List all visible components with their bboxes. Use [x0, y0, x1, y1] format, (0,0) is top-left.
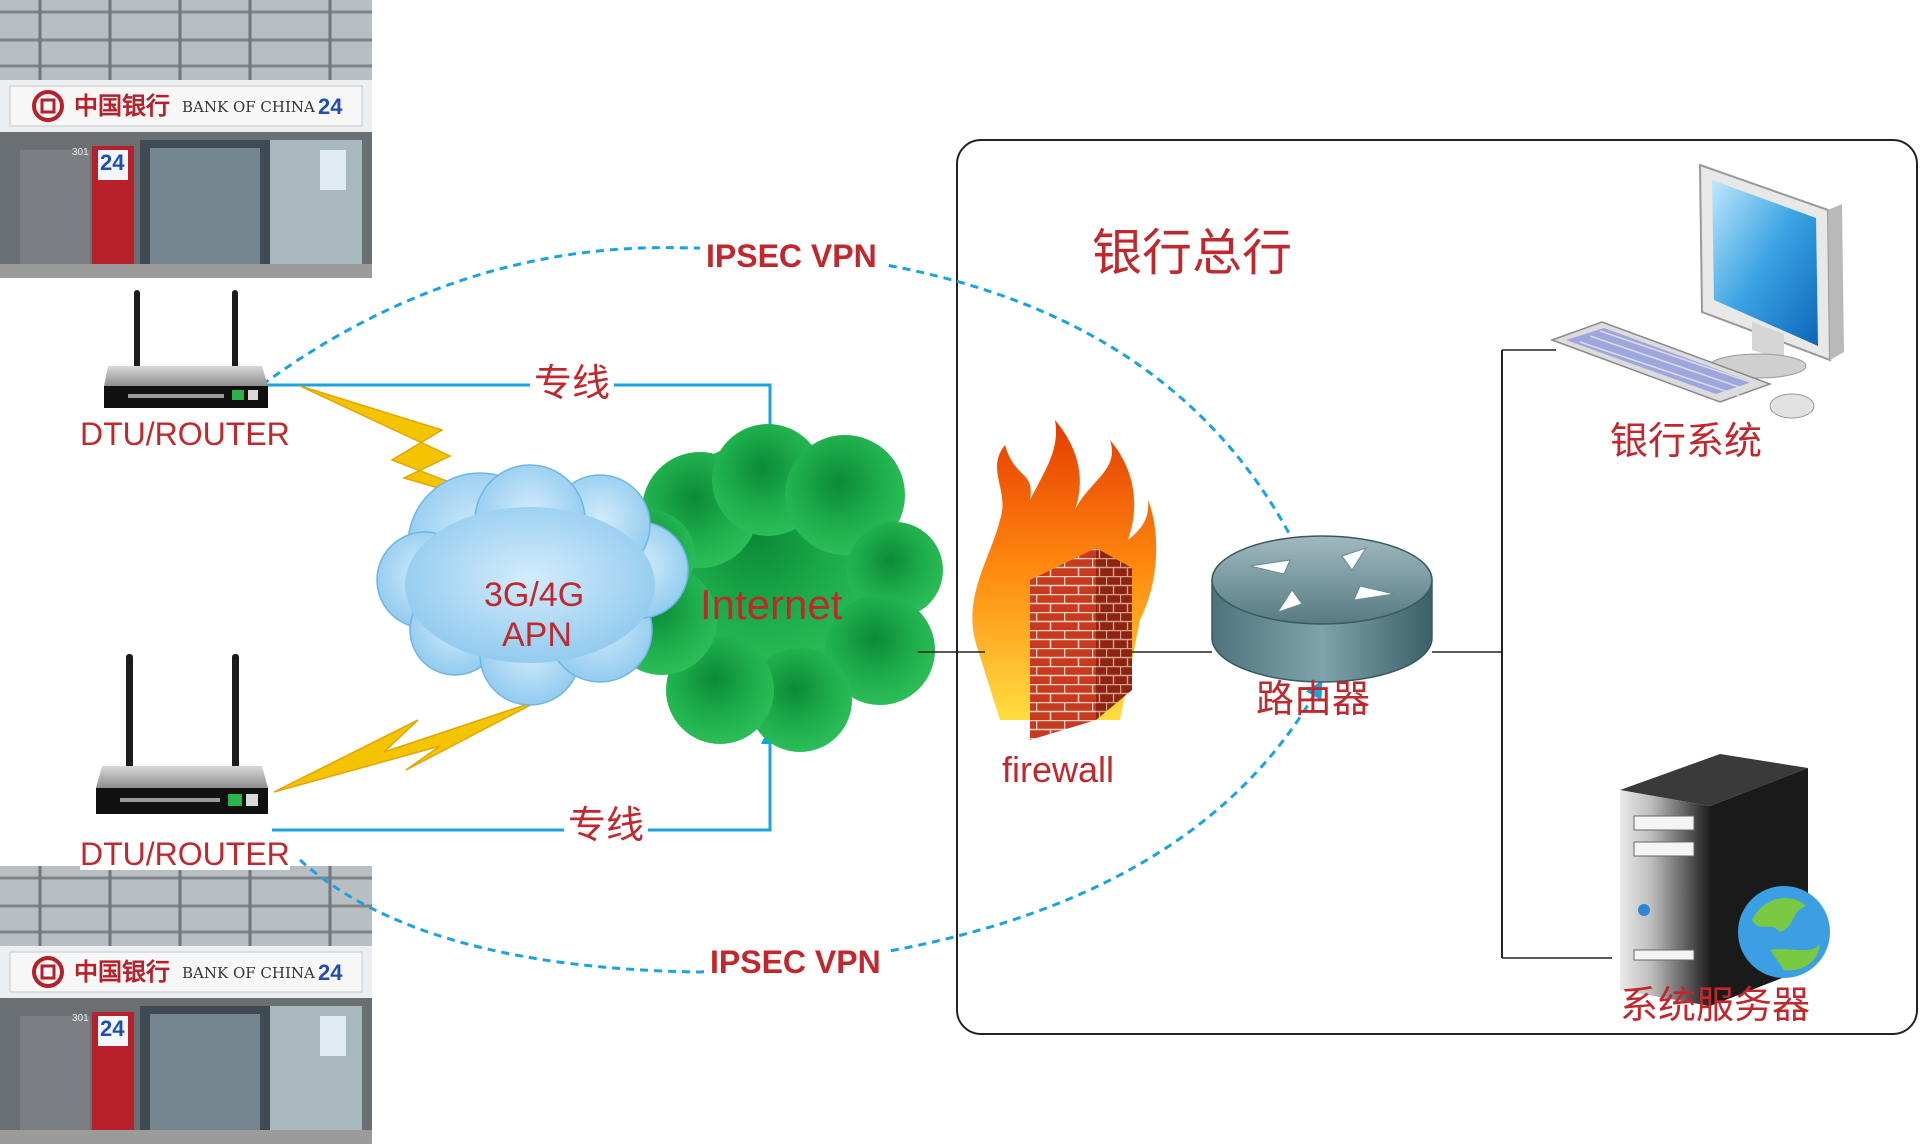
internet-cloud-label: Internet: [700, 581, 843, 628]
firewall-icon: [972, 420, 1157, 740]
apn-cloud-fill: [405, 507, 655, 663]
dtu-router-top-icon: [104, 290, 268, 408]
dedicated-line-bottom: [272, 726, 779, 832]
firewall-label: firewall: [1002, 749, 1115, 790]
branch-door-number-top: 301: [72, 147, 89, 158]
branch-sign-name-en-bottom: BANK OF CHINA: [182, 964, 315, 982]
hq-title: 银行总行: [1092, 224, 1292, 282]
antenna-icon: [134, 290, 140, 376]
branch-sign-hours-bottom: 24: [318, 960, 343, 985]
core-router-label: 路由器: [1256, 677, 1371, 721]
apn-cloud-label-line2: APN: [502, 616, 572, 654]
branch-door-hours-top: 24: [100, 150, 125, 175]
antenna-icon: [126, 654, 133, 774]
branch-photo-top: [0, 0, 374, 280]
dtu-router-bottom-icon: [96, 654, 268, 814]
branch-door-hours-bottom: 24: [100, 1016, 125, 1041]
branch-door-number-bottom: 301: [72, 1013, 89, 1024]
bank-system-label: 银行系统: [1610, 419, 1763, 463]
branch-sign-hours-top: 24: [318, 94, 343, 119]
server-icon: [1620, 754, 1830, 1006]
branch-photo-bottom: [0, 864, 374, 1146]
dedicated-line-label-bottom: 专线: [564, 806, 649, 844]
desktop-computer-icon: [1549, 163, 1844, 419]
dtu-router-label-top: DTU/ROUTER: [80, 416, 290, 452]
internet-cloud: [605, 424, 943, 752]
branch-sign-name-en-top: BANK OF CHINA: [182, 98, 315, 116]
hq-frame: [956, 139, 1918, 1035]
lightning-bolt-bottom: [273, 699, 541, 793]
vpn-label-bottom: IPSEC VPN: [704, 946, 887, 978]
server-label: 系统服务器: [1620, 983, 1811, 1027]
antenna-icon: [232, 654, 239, 774]
core-router-icon: [1211, 535, 1433, 683]
dtu-router-label-bottom: DTU/ROUTER: [80, 836, 290, 872]
vpn-label-top: IPSEC VPN: [700, 240, 883, 272]
apn-cloud-label-line1: 3G/4G: [484, 576, 585, 614]
branch-sign-name-cn-top: 中国银行: [74, 92, 170, 120]
dedicated-line-label-top: 专线: [530, 364, 615, 402]
branch-sign-name-cn-bottom: 中国银行: [74, 958, 170, 986]
antenna-icon: [232, 290, 238, 376]
